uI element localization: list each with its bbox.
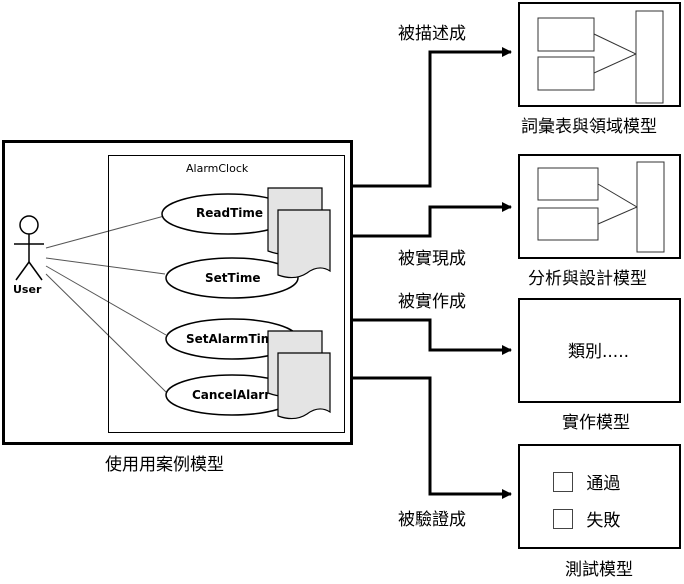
analysis-model-label: 分析與設計模型 [528, 269, 647, 289]
system-name: AlarmClock [186, 162, 249, 175]
usecase-label: CancelAlarm [192, 388, 268, 402]
arrow-label-implement: 被實作成 [398, 292, 466, 312]
document-icon [267, 187, 331, 279]
association-lines [45, 214, 169, 393]
usecase-label: ReadTime [196, 206, 264, 220]
arrow-label-verify: 被驗證成 [398, 510, 466, 530]
checkbox-icon [553, 471, 573, 492]
test-item-label: 失敗 [586, 511, 621, 531]
usecase-label: SetAlarmTim [186, 332, 268, 346]
test-model-box [518, 444, 681, 549]
class-diagram-icon [537, 10, 664, 104]
glossary-model-label: 詞彙表與領域模型 [521, 117, 657, 137]
usecase-settime [165, 257, 299, 299]
glossary-model-box [518, 2, 681, 107]
arrow-realize [352, 202, 512, 238]
implementation-model-label: 實作模型 [562, 413, 630, 433]
test-item-label: 通過 [586, 474, 621, 494]
arrow-label-describe: 被描述成 [398, 24, 466, 44]
actor-label: User [13, 283, 42, 296]
class-text: 類別..... [568, 342, 630, 362]
usecase-model-frame [2, 140, 353, 445]
test-item-pass: 通過 [553, 469, 620, 494]
analysis-model-box [518, 154, 681, 259]
class-diagram-icon [537, 161, 665, 253]
arrow-verify [352, 376, 512, 499]
implementation-model-box [518, 298, 681, 403]
test-item-fail: 失敗 [553, 506, 620, 531]
test-model-label: 測試模型 [565, 560, 633, 580]
arrow-label-realize: 被實現成 [398, 249, 466, 269]
system-boundary [108, 155, 345, 433]
document-icon [267, 330, 331, 420]
arrow-implement [352, 318, 512, 355]
actor-icon [14, 215, 44, 281]
checkbox-icon [553, 508, 573, 529]
usecase-label: SetTime [205, 271, 261, 285]
usecase-model-label: 使用用案例模型 [105, 455, 224, 475]
arrow-describe [352, 47, 512, 188]
